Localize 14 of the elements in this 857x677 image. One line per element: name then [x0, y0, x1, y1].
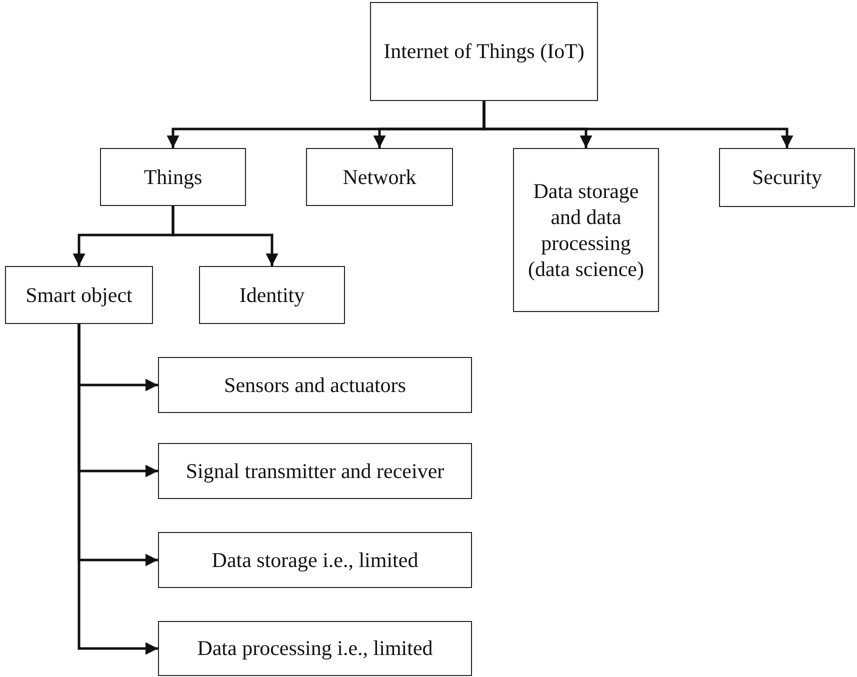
category-box: Sensors and actuators	[158, 357, 472, 413]
category-box: Things	[100, 148, 246, 206]
category-box: Identity	[199, 266, 345, 324]
category-box: Internet of Things (IoT)	[370, 2, 598, 101]
arrow	[172, 206, 278, 266]
category-box: Data storage i.e., limited	[158, 532, 472, 588]
arrow	[78, 324, 158, 655]
arrow	[482, 101, 794, 148]
category-box: Data processing i.e., limited	[158, 621, 472, 676]
category-box: Network	[306, 148, 453, 206]
category-box: Data storage and data processing (data science)	[513, 148, 659, 312]
category-box: Security	[719, 148, 855, 207]
category-box: Smart object	[5, 266, 153, 324]
category-box: Signal transmitter and receiver	[158, 443, 472, 499]
